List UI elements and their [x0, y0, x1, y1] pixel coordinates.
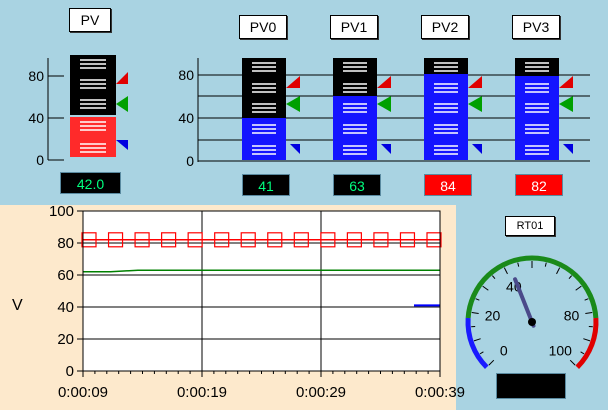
- pv0-label: PV0: [239, 15, 287, 39]
- dial-tick-label: 80: [564, 308, 580, 324]
- trend-chart: V 100 80 60 40 20 0 0:00:09 0:00:19 0:00:29 0:00:…: [12, 203, 465, 401]
- pv3-label: PV3: [512, 15, 560, 39]
- pv-tick-80: 80: [28, 68, 44, 84]
- group-tick-80: 80: [178, 67, 194, 83]
- pv2-bar: [424, 58, 482, 160]
- trend-point-red: [214, 232, 230, 248]
- pv3-value: 82: [515, 174, 563, 196]
- trend-xtick-label: 0:00:29: [296, 384, 346, 401]
- dial-tick: [503, 267, 508, 275]
- pv-value: 42.0: [60, 172, 121, 194]
- dial-tick: [473, 338, 481, 342]
- trend-series-green-line: [83, 269, 440, 273]
- dial-range-arc: [465, 317, 489, 370]
- dial-tick: [556, 267, 561, 275]
- pv0-bar: [242, 58, 300, 160]
- pv-low-alarm-marker: [116, 140, 128, 150]
- bar-gauges: 80 40 0 80 40 0: [28, 55, 590, 169]
- trend-ytick-label: 100: [49, 203, 74, 220]
- rt01-label: RT01: [505, 216, 555, 236]
- pv-bar: [70, 55, 128, 157]
- dial-tick: [544, 262, 547, 267]
- dial-tick: [569, 359, 576, 366]
- pv1-bar: [333, 58, 391, 160]
- pv2-label: PV2: [421, 15, 469, 39]
- rt01-value-display: [496, 373, 566, 399]
- dial-tick: [492, 275, 496, 279]
- dial-tick: [475, 298, 480, 301]
- trend-point-red: [399, 232, 416, 248]
- dial-tick: [580, 351, 585, 355]
- pv-high-alarm-marker: [116, 72, 128, 84]
- trend-ytick-label: 0: [66, 363, 74, 380]
- trend-point-red: [81, 232, 97, 248]
- pv-tick-40: 40: [28, 110, 44, 126]
- trend-ytick-label: 80: [57, 235, 74, 252]
- trend-point-red: [320, 232, 336, 248]
- dial-needle: [513, 277, 536, 328]
- trend-xtick-label: 0:00:39: [415, 384, 465, 401]
- trend-point-red: [240, 232, 256, 248]
- group-tick-40: 40: [178, 110, 194, 126]
- pv-tick-0: 0: [36, 152, 44, 168]
- pv2-value: 84: [424, 174, 472, 196]
- trend-point-red: [293, 232, 309, 248]
- trend-xtick-label: 0:00:19: [177, 384, 227, 401]
- pv1-value: 63: [333, 174, 381, 196]
- pv-label: PV: [69, 8, 111, 32]
- dial-tick-label: 20: [485, 308, 501, 324]
- trend-point-red: [134, 232, 150, 248]
- trend-point-red: [161, 232, 177, 248]
- pv0-value: 41: [242, 174, 290, 196]
- dial-tick: [583, 338, 591, 342]
- trend-point-red: [373, 232, 389, 248]
- dial-tick: [568, 275, 572, 279]
- trend-ytick-label: 60: [57, 267, 74, 284]
- dial-tick: [584, 298, 589, 301]
- dial-tick: [575, 285, 582, 291]
- pv-scale: 80 40 0: [28, 58, 64, 168]
- dial-tick: [585, 311, 593, 315]
- trend-ytick-label: 20: [57, 331, 74, 348]
- trend-plot-area: [83, 211, 440, 371]
- dial-tick-label: 100: [549, 342, 573, 358]
- trend-point-red: [187, 232, 203, 248]
- trend-point-red: [426, 232, 442, 248]
- group-tick-0: 0: [186, 153, 194, 169]
- dial-tick: [479, 351, 484, 355]
- trend-xtick-label: 0:00:09: [58, 384, 108, 401]
- trend-point-red: [346, 232, 362, 248]
- dial-range-arc: [465, 255, 599, 319]
- pv1-label: PV1: [330, 15, 378, 39]
- dial-tick: [488, 359, 495, 366]
- trend-point-red: [267, 232, 283, 248]
- dial-hub: [528, 318, 536, 326]
- pv3-bar: [515, 58, 573, 160]
- trend-ytick-label: 40: [57, 299, 74, 316]
- trend-point-red: [107, 232, 124, 248]
- trend-ylabel: V: [12, 297, 23, 314]
- dial-tick-label: 0: [500, 342, 508, 358]
- dial-range-arc: [575, 317, 599, 370]
- dial-tick: [471, 311, 479, 315]
- pv-setpoint-marker: [116, 96, 128, 112]
- dial-tick: [482, 285, 489, 291]
- dial-tick: [517, 262, 520, 267]
